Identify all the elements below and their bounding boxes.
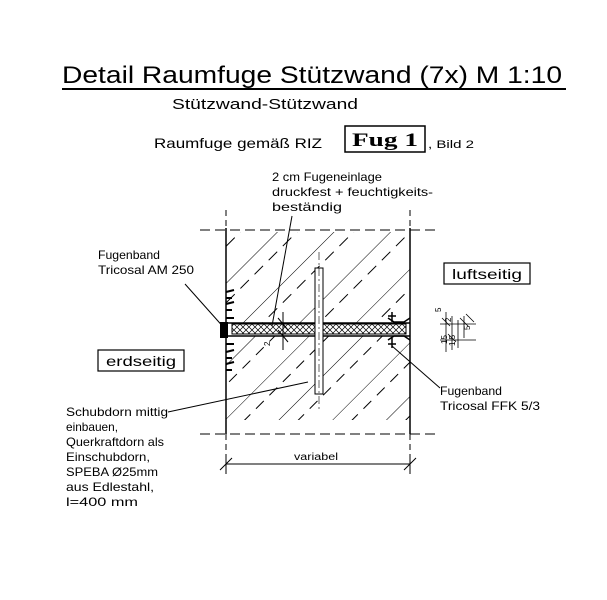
tape-right-symbol	[387, 312, 411, 348]
dim-2: 2	[444, 317, 453, 322]
tape-left-line2: Tricosal AM 250	[98, 263, 194, 277]
tape-left-body	[220, 322, 228, 338]
tape-left-leader	[184, 283, 227, 331]
dim-right-cluster	[440, 312, 476, 352]
dowel-note-line7: l=400 mm	[66, 495, 138, 509]
reference-suffix: , Bild 2	[428, 139, 474, 151]
dowel-note-line4: Einschubdorn,	[66, 450, 150, 464]
dim-variabel: variabel	[294, 452, 338, 463]
reference-prefix: Raumfuge gemäß RIZ	[154, 135, 323, 151]
filler-note-line1: 2 cm Fugeneinlage	[272, 170, 382, 184]
tape-left-symbol	[225, 289, 235, 371]
drawing-subtitle: Stützwand-Stützwand	[172, 96, 358, 113]
filler-leader	[271, 215, 293, 327]
dowel-note-line6: aus Edlestahl,	[66, 480, 154, 494]
dowel-note-line1: Schubdorn mittig	[66, 405, 168, 419]
dowel-leader	[167, 381, 309, 413]
filler-note-line3: beständig	[272, 200, 342, 214]
air-side-box	[443, 262, 531, 285]
earth-side-label: erdseitig	[106, 353, 176, 369]
dim-1-5: 1,5	[448, 334, 457, 346]
drawing-title: Detail Raumfuge Stützwand (7x) M 1:10	[62, 62, 562, 89]
dowel-note-line3: Querkraftdorn als	[66, 435, 164, 449]
dim-joint-ticks	[277, 312, 289, 350]
dowel-note-line5: SPEBA Ø25mm	[66, 465, 158, 479]
reference-box	[344, 125, 426, 153]
tape-right-leader	[391, 345, 441, 389]
tape-right-line1: Fugenband	[440, 384, 502, 398]
air-side-label: luftseitig	[452, 266, 522, 282]
reference-box-text: Fug 1	[352, 130, 418, 151]
tape-left-line1: Fugenband	[98, 248, 160, 262]
tape-right-line2: Tricosal FFK 5/3	[440, 399, 540, 413]
dim-5b: 5	[463, 325, 472, 330]
dowel-note-line2: einbauen,	[66, 420, 118, 434]
dim-5: 5	[434, 307, 443, 312]
earth-side-box	[97, 349, 185, 372]
filler-note-line2: druckfest + feuchtigkeits-	[272, 185, 433, 199]
dim-joint-2: 2	[263, 341, 272, 346]
dim-variabel-line	[219, 454, 417, 474]
dim-15: 15	[440, 335, 449, 344]
